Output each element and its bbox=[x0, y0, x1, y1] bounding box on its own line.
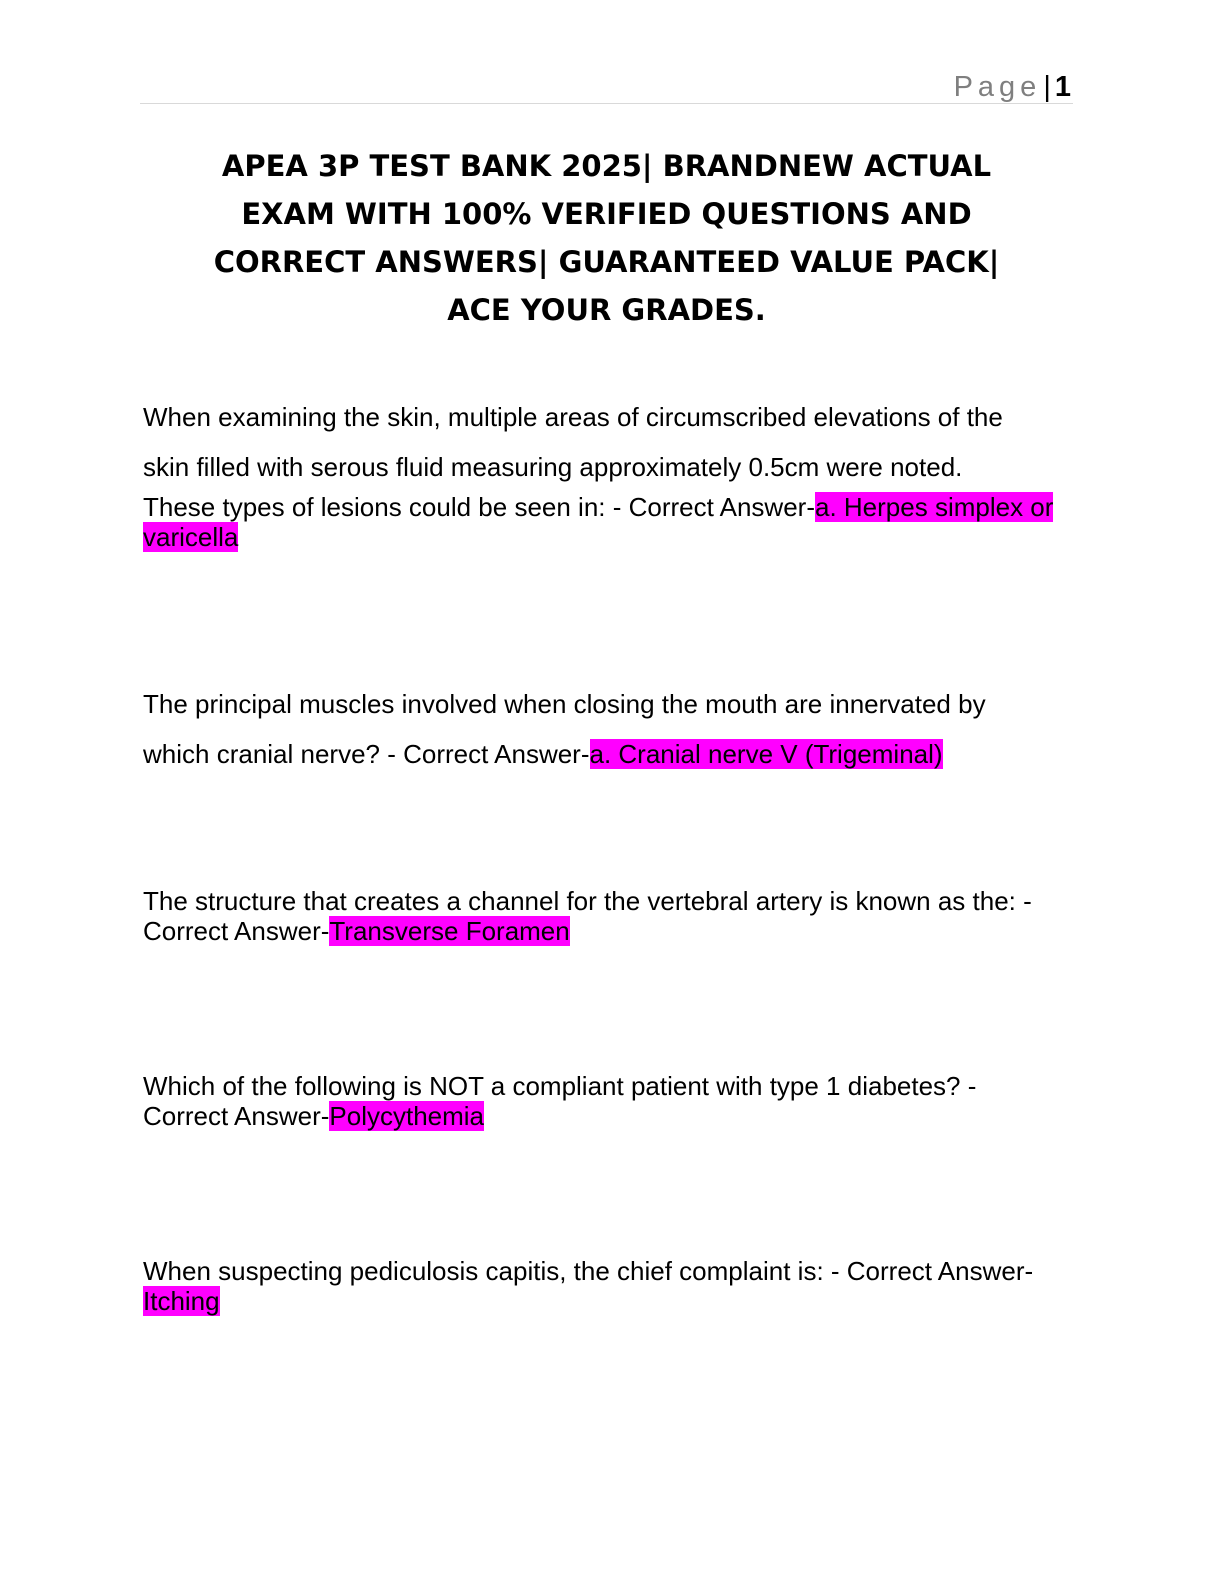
title-line: APEA 3P TEST BANK 2025| BRANDNEW ACTUAL bbox=[221, 149, 992, 183]
question-text: These types of lesions could be seen in:… bbox=[143, 492, 1068, 552]
page-separator: | bbox=[1043, 71, 1051, 103]
question-block: Which of the following is NOT a complian… bbox=[143, 1071, 1068, 1131]
question-block: When suspecting pediculosis capitis, the… bbox=[143, 1256, 1068, 1316]
page-header: Page|1 bbox=[140, 70, 1073, 104]
question-block: The principal muscles involved when clos… bbox=[143, 679, 1068, 779]
title-line: CORRECT ANSWERS| GUARANTEED VALUE PACK| bbox=[213, 245, 1000, 279]
correct-answer-highlight: Transverse Foramen bbox=[329, 916, 570, 946]
page-number: 1 bbox=[1054, 71, 1071, 103]
question-text: which cranial nerve? - Correct Answer-a.… bbox=[143, 729, 1068, 779]
document-title: APEA 3P TEST BANK 2025| BRANDNEW ACTUAL … bbox=[140, 142, 1073, 334]
page-word: Page bbox=[953, 71, 1042, 103]
page-number-label: Page|1 bbox=[954, 70, 1071, 104]
question-block: The structure that creates a channel for… bbox=[143, 886, 1068, 946]
question-line: skin filled with serous fluid measuring … bbox=[143, 452, 963, 482]
question-prompt: The structure that creates a channel for… bbox=[143, 886, 1032, 946]
correct-answer-highlight: Polycythemia bbox=[329, 1101, 485, 1131]
question-line: When examining the skin, multiple areas … bbox=[143, 402, 1003, 432]
question-text: When suspecting pediculosis capitis, the… bbox=[143, 1256, 1068, 1316]
title-line: EXAM WITH 100% VERIFIED QUESTIONS AND bbox=[241, 197, 972, 231]
correct-answer-highlight: a. Cranial nerve V (Trigeminal) bbox=[589, 739, 943, 769]
correct-answer-highlight: Itching bbox=[143, 1286, 220, 1316]
question-prompt: Which of the following is NOT a complian… bbox=[143, 1071, 977, 1131]
question-text: Which of the following is NOT a complian… bbox=[143, 1071, 1068, 1131]
question-prompt: These types of lesions could be seen in:… bbox=[143, 492, 815, 522]
question-prompt: When suspecting pediculosis capitis, the… bbox=[143, 1256, 1034, 1286]
question-line: The principal muscles involved when clos… bbox=[143, 689, 986, 719]
question-text: The structure that creates a channel for… bbox=[143, 886, 1068, 946]
question-prompt: which cranial nerve? - Correct Answer- bbox=[143, 739, 590, 769]
question-block: When examining the skin, multiple areas … bbox=[143, 392, 1068, 552]
title-line: ACE YOUR GRADES. bbox=[447, 293, 766, 327]
